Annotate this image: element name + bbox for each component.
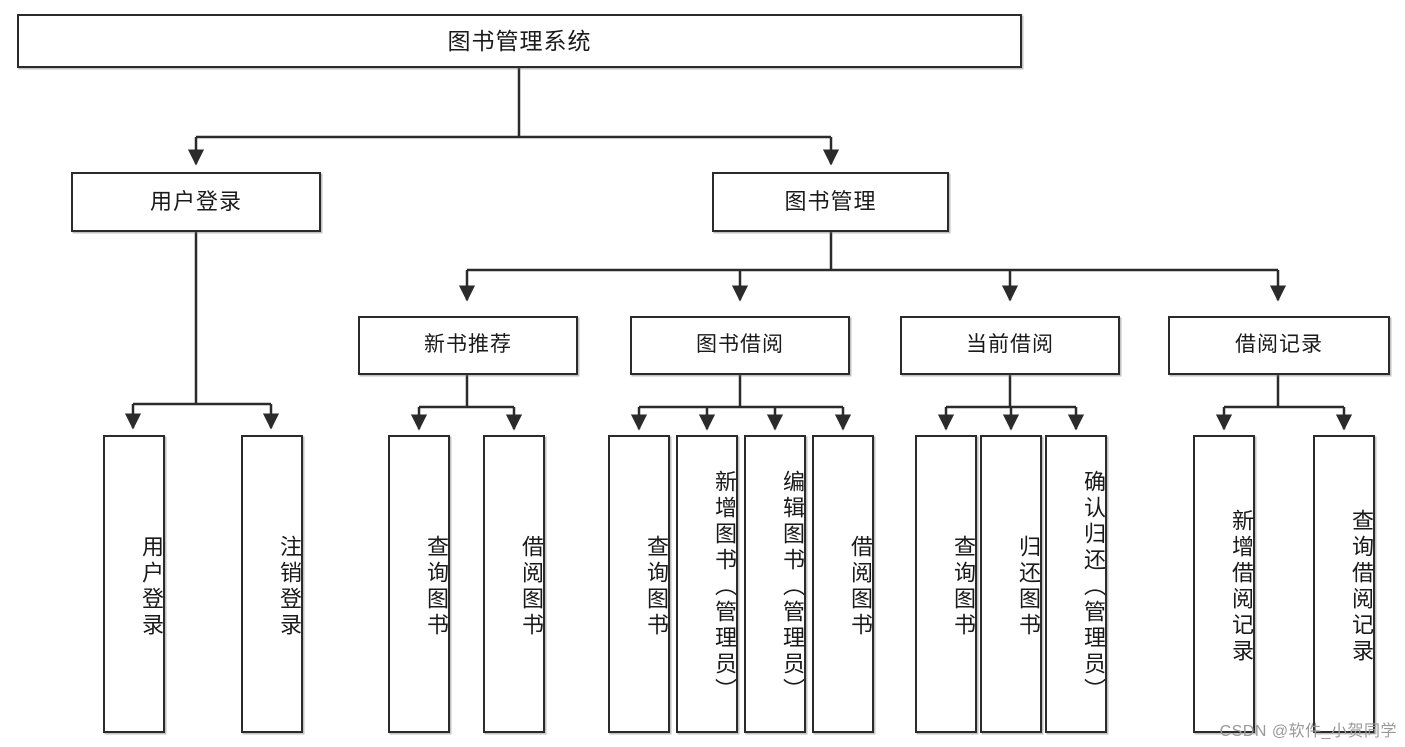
- node-leaf-query-borrow-record[interactable]: 查询借阅记录: [1313, 435, 1375, 733]
- node-book-management[interactable]: 图书管理: [712, 172, 949, 232]
- node-leaf-query-book-borrow[interactable]: 查询图书: [608, 435, 670, 733]
- node-leaf-logout[interactable]: 注销登录: [241, 435, 303, 733]
- node-leaf-confirm-return-admin[interactable]: 确认归还（管理员）: [1045, 435, 1107, 733]
- node-current-borrow[interactable]: 当前借阅: [900, 316, 1120, 375]
- node-leaf-edit-book-admin[interactable]: 编辑图书（管理员）: [744, 435, 806, 733]
- node-new-book-recommend[interactable]: 新书推荐: [358, 316, 578, 375]
- node-borrow-record[interactable]: 借阅记录: [1168, 316, 1390, 375]
- node-leaf-query-book-current[interactable]: 查询图书: [915, 435, 977, 733]
- node-root[interactable]: 图书管理系统: [17, 14, 1022, 68]
- node-leaf-query-book-newbook[interactable]: 查询图书: [388, 435, 450, 733]
- node-user-login[interactable]: 用户登录: [71, 172, 321, 232]
- node-leaf-return-book[interactable]: 归还图书: [980, 435, 1042, 733]
- node-book-borrow[interactable]: 图书借阅: [630, 316, 850, 375]
- node-leaf-borrow-book-newbook[interactable]: 借阅图书: [483, 435, 545, 733]
- node-leaf-add-book-admin[interactable]: 新增图书（管理员）: [676, 435, 738, 733]
- csdn-watermark: CSDN @软件_小贺同学: [1219, 723, 1397, 740]
- node-leaf-borrow-book[interactable]: 借阅图书: [812, 435, 874, 733]
- node-leaf-add-borrow-record[interactable]: 新增借阅记录: [1193, 435, 1255, 733]
- node-leaf-user-login[interactable]: 用户登录: [103, 435, 165, 733]
